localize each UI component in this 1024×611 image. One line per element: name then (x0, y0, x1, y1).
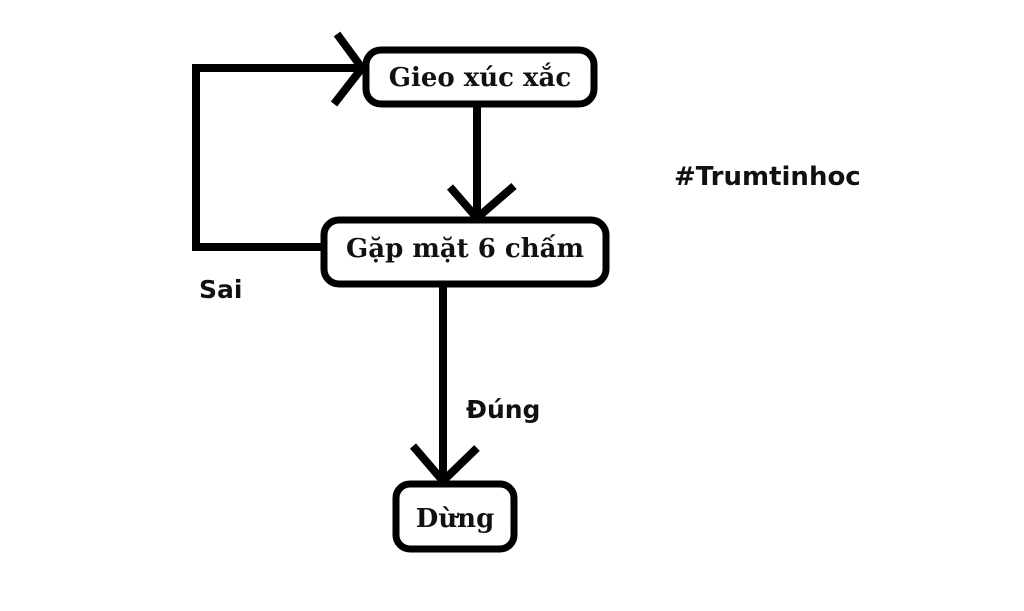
edge-yes-label: Đúng (466, 395, 540, 424)
node-stop-box (392, 480, 518, 553)
node-check-six: Gặp mặt 6 chấm (320, 216, 610, 288)
edge-no-label: Sai (199, 275, 242, 304)
node-check-six-box (320, 216, 610, 288)
node-roll-dice-box (362, 46, 598, 108)
node-stop-label: Dừng (416, 504, 495, 534)
edge-roll-check-arrowhead (446, 182, 517, 224)
node-roll-dice: Gieo xúc xắc (362, 46, 598, 108)
node-check-six-label: Gặp mặt 6 chấm (346, 233, 584, 264)
node-stop: Dừng (392, 480, 518, 553)
edge-no-line (192, 64, 360, 251)
hashtag-label: #Trumtinhoc (674, 162, 861, 192)
edge-no-arrowhead (330, 31, 368, 107)
edge-roll-to-check (446, 104, 517, 224)
node-roll-dice-label: Gieo xúc xắc (389, 62, 571, 93)
edge-no-loop (192, 31, 368, 251)
edge-yes (409, 285, 480, 487)
